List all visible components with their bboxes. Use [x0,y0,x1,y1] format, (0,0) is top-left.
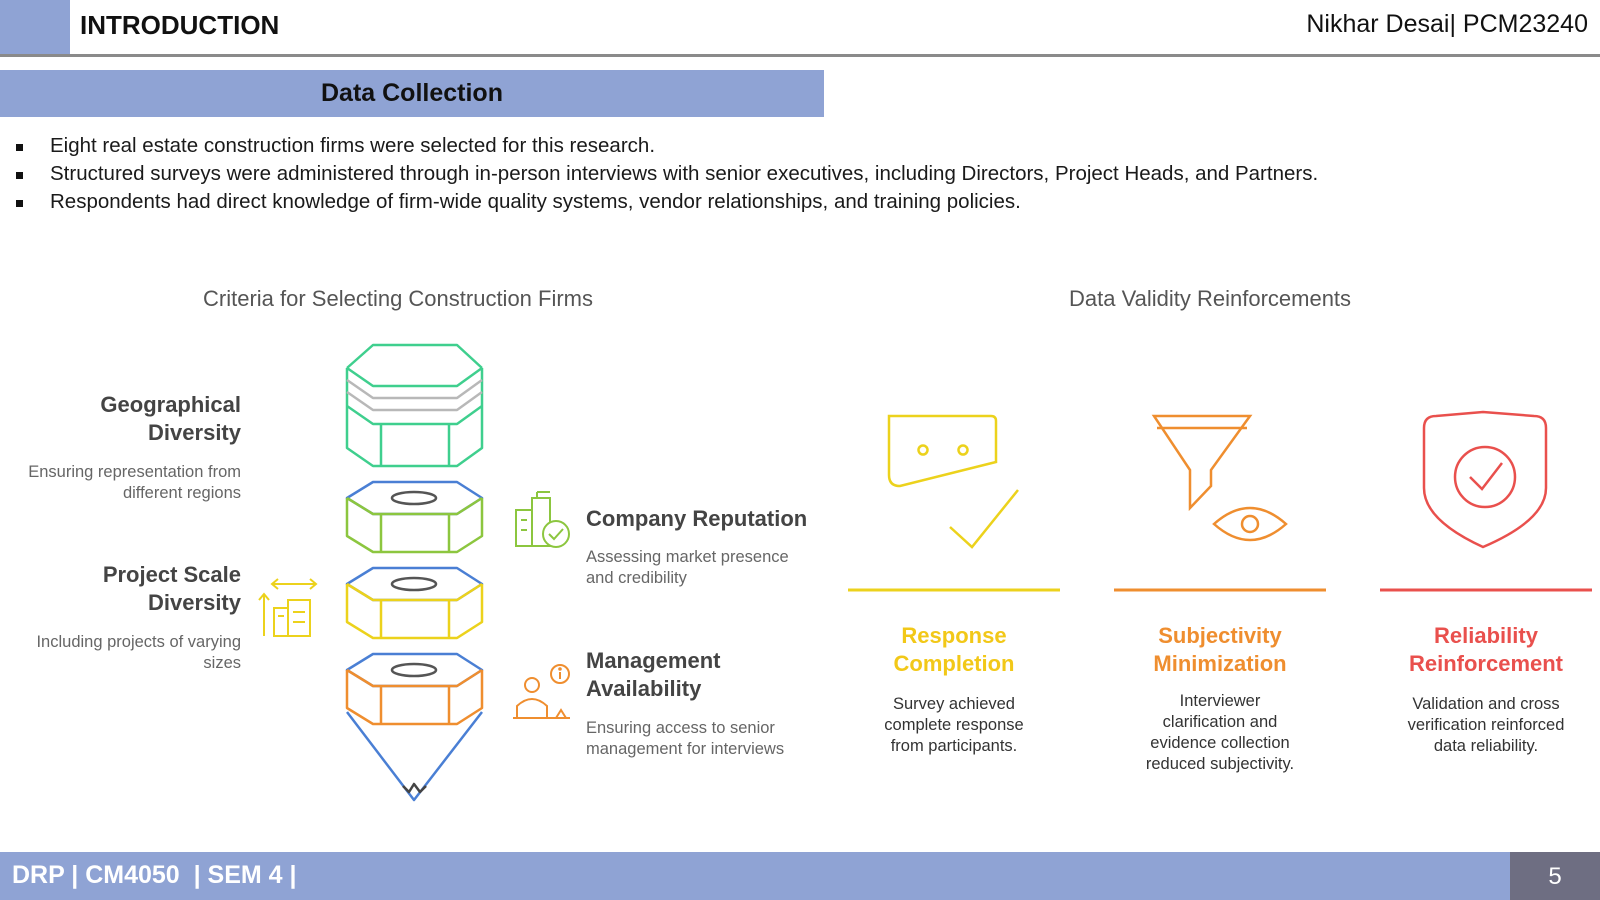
hex-segment-orange [345,652,484,726]
criteria-scale-title: Project Scale Diversity [102,562,241,615]
validity-heading: Data Validity Reinforcements [1069,286,1352,311]
validity-subjectivity-desc: Interviewer clarification and evidence c… [1145,692,1295,773]
bullet-item: Respondents had direct knowledge of firm… [14,188,1318,216]
footer-page-box: 5 [1510,852,1600,900]
pencil-tip [346,711,483,802]
funnel-eye-icon [1151,414,1288,542]
building-check-icon [515,491,570,548]
validity-subjectivity-title: Subjectivity Minimization [1153,623,1287,676]
page-number: 5 [1548,863,1562,890]
footer-bar: DRP | CM4050 | SEM 4 | [0,852,1510,900]
eraser-segment [345,343,484,468]
criteria-geographical-desc: Ensuring representation from different r… [28,463,241,502]
validity-response-title: Response Completion [893,623,1015,676]
shield-check-icon [1422,410,1548,549]
validity-response-desc: Survey achieved complete response from p… [884,695,1024,755]
header-author: Nikhar Desai| PCM23240 [1306,10,1588,38]
criteria-management-desc: Ensuring access to senior management for… [586,719,785,758]
bullet-item: Eight real estate construction firms wer… [14,132,1318,160]
bullet-item: Structured surveys were administered thr… [14,160,1318,188]
bullet-list: Eight real estate construction firms wer… [14,132,1318,216]
header-accent-block [0,0,70,54]
footer-text: DRP | CM4050 | SEM 4 | [12,861,297,889]
hex-segment-lime [345,480,484,554]
criteria-scale-desc: Including projects of varying sizes [36,633,241,672]
scale-buildings-icon [258,578,318,637]
header-divider [0,54,1600,57]
validity-reliability-desc: Validation and cross verification reinfo… [1407,695,1565,755]
criteria-heading: Criteria for Selecting Construction Firm… [203,286,594,311]
criteria-reputation-desc: Assessing market presence and credibilit… [586,548,789,587]
section-title: Data Collection [321,79,503,107]
criteria-geographical-title: Geographical Diversity [100,392,241,445]
chat-check-icon [887,414,1019,549]
section-title-bar: Data Collection [0,70,824,117]
hex-segment-yellow [345,566,484,640]
person-info-icon [513,664,570,719]
header-title: INTRODUCTION [80,10,280,40]
criteria-reputation-title: Company Reputation [586,506,808,531]
validity-reliability-title: Reliability Reinforcement [1408,623,1564,676]
criteria-management-title: Management Availability [586,648,721,701]
